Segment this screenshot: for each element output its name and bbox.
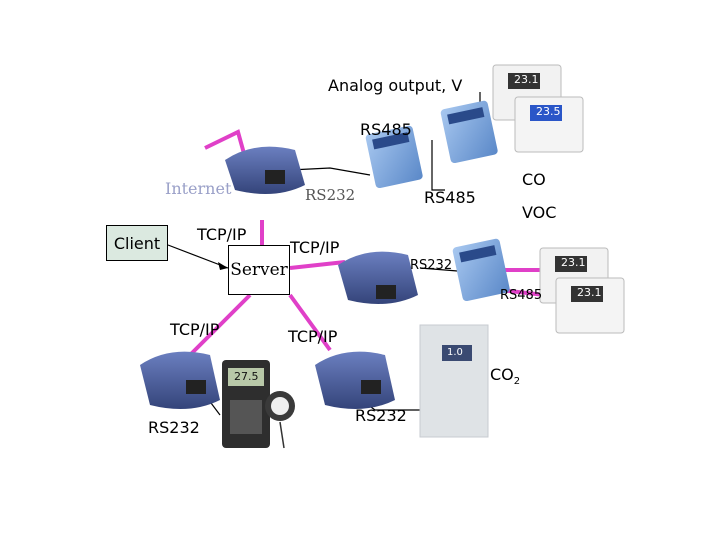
label-rs232-bottom-mid: RS232 — [355, 406, 407, 425]
cable-server-bottommid — [288, 293, 332, 352]
label-co: CO — [522, 170, 546, 189]
module-1 — [365, 125, 423, 189]
sensor-unit-4 — [555, 277, 625, 334]
device-top — [225, 146, 305, 194]
sensor4-reading: 23.1 — [577, 286, 602, 299]
arrow-head — [218, 262, 228, 270]
label-tcpip-4: TCP/IP — [288, 327, 338, 346]
co2-unit — [419, 324, 489, 438]
device-mid — [338, 251, 418, 304]
sensor-unit-2 — [514, 96, 584, 153]
wire-rs232-module — [289, 167, 371, 176]
label-tcpip-3: TCP/IP — [170, 320, 220, 339]
label-tcpip-1: TCP/IP — [197, 225, 247, 244]
label-co2: CO2 — [490, 365, 520, 387]
module-2 — [440, 100, 498, 164]
device-bottom-mid — [315, 351, 395, 409]
sensor3-reading: 23.1 — [561, 256, 586, 269]
label-rs485-right: RS485 — [500, 288, 543, 303]
co2-text: CO — [490, 365, 514, 384]
label-rs485-mid: RS485 — [424, 188, 476, 207]
label-rs232-right: RS232 — [410, 258, 453, 273]
cable-server-right — [289, 260, 346, 270]
handheld-meter — [222, 360, 270, 448]
module-3 — [452, 238, 510, 302]
cable-server-bottomleft — [183, 293, 252, 362]
label-tcpip-2: TCP/IP — [290, 238, 340, 257]
label-analog-output: Analog output, V — [328, 76, 463, 95]
device-bottom-left — [140, 351, 220, 409]
co2-subscript: 2 — [513, 376, 521, 388]
client-server-arrow — [167, 244, 229, 269]
client-label: Client — [113, 233, 161, 253]
wire-module-module — [431, 140, 445, 191]
sensor2-reading: 23.5 — [536, 105, 561, 118]
server-label: Server — [230, 260, 288, 280]
label-internet: Internet — [165, 179, 232, 198]
co2-meter-reading: 1.0 — [447, 347, 463, 358]
meter-reading: 27.5 — [234, 370, 259, 383]
sensor1-reading: 23.1 — [514, 73, 539, 86]
label-rs485-top: RS485 — [360, 120, 412, 139]
label-rs232-top: RS232 — [305, 186, 356, 204]
server-box: Server — [228, 245, 290, 295]
label-rs232-bottom-left: RS232 — [148, 418, 200, 437]
label-voc: VOC — [522, 203, 557, 222]
client-box: Client — [106, 225, 168, 261]
light-sensor-probe — [265, 391, 295, 449]
